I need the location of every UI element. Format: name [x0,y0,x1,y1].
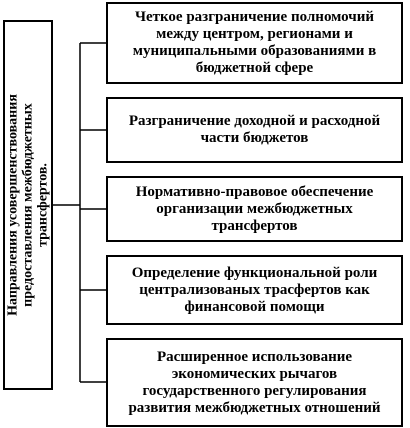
direction-box-4: Определение функциональной роли централи… [106,255,403,325]
direction-label-3: Нормативно-правовое обеспечение организа… [135,183,374,234]
direction-box-3: Нормативно-правовое обеспечение организа… [106,176,403,242]
direction-label-5: Расширенное использование экономических … [128,348,381,416]
direction-box-1: Четкое разграничение полномочий между це… [106,2,403,84]
root-label-line-3: трансфертов. [35,163,51,247]
direction-label-4: Определение функциональной роли централи… [131,264,378,315]
direction-label-2: Разграничение доходной и расходной части… [128,113,381,146]
root-label-line-1: Направления усовершенствования [5,94,21,316]
root-box: Направления усовершенствования предостав… [3,20,53,390]
direction-label-1: Четкое разграничение полномочий между це… [132,9,377,76]
root-label: Направления усовершенствования предостав… [6,25,51,385]
direction-box-5: Расширенное использование экономических … [106,338,403,427]
direction-box-2: Разграничение доходной и расходной части… [106,97,403,163]
root-label-line-2: предоставления межбюджетных [20,103,36,307]
